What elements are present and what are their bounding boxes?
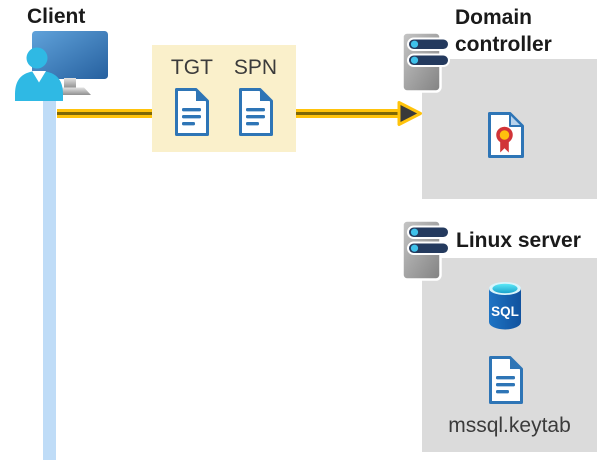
spn-document-icon	[238, 87, 274, 137]
domain-controller-server-icon	[401, 31, 451, 93]
certificate-icon	[487, 111, 525, 159]
client-lifeline	[43, 93, 56, 460]
person-head	[26, 47, 48, 69]
monitor-neck	[64, 78, 76, 88]
linux-server-label: Linux server	[456, 229, 581, 252]
tgt-document-icon	[174, 87, 210, 137]
tgt-ticket: TGT	[171, 57, 213, 152]
tgt-label: TGT	[170, 56, 213, 79]
person-collar	[32, 71, 46, 83]
client-workstation-icon	[15, 31, 108, 101]
linux-server-icon	[401, 219, 451, 281]
person-body	[15, 71, 63, 101]
sql-database-icon: SQL	[489, 282, 521, 330]
spn-label: SPN	[233, 56, 278, 79]
monitor-screen	[32, 31, 108, 79]
ticket-box: TGT SPN	[152, 45, 296, 152]
client-label: Client	[27, 5, 86, 28]
spn-ticket: SPN	[234, 57, 277, 152]
keytab-document-icon	[488, 355, 524, 405]
domain-controller-label: Domain controller	[455, 6, 552, 56]
auth-request-arrow-head-icon	[397, 101, 422, 126]
sql-badge-text: SQL	[491, 304, 519, 319]
keytab-filename-label: mssql.keytab	[448, 414, 571, 437]
